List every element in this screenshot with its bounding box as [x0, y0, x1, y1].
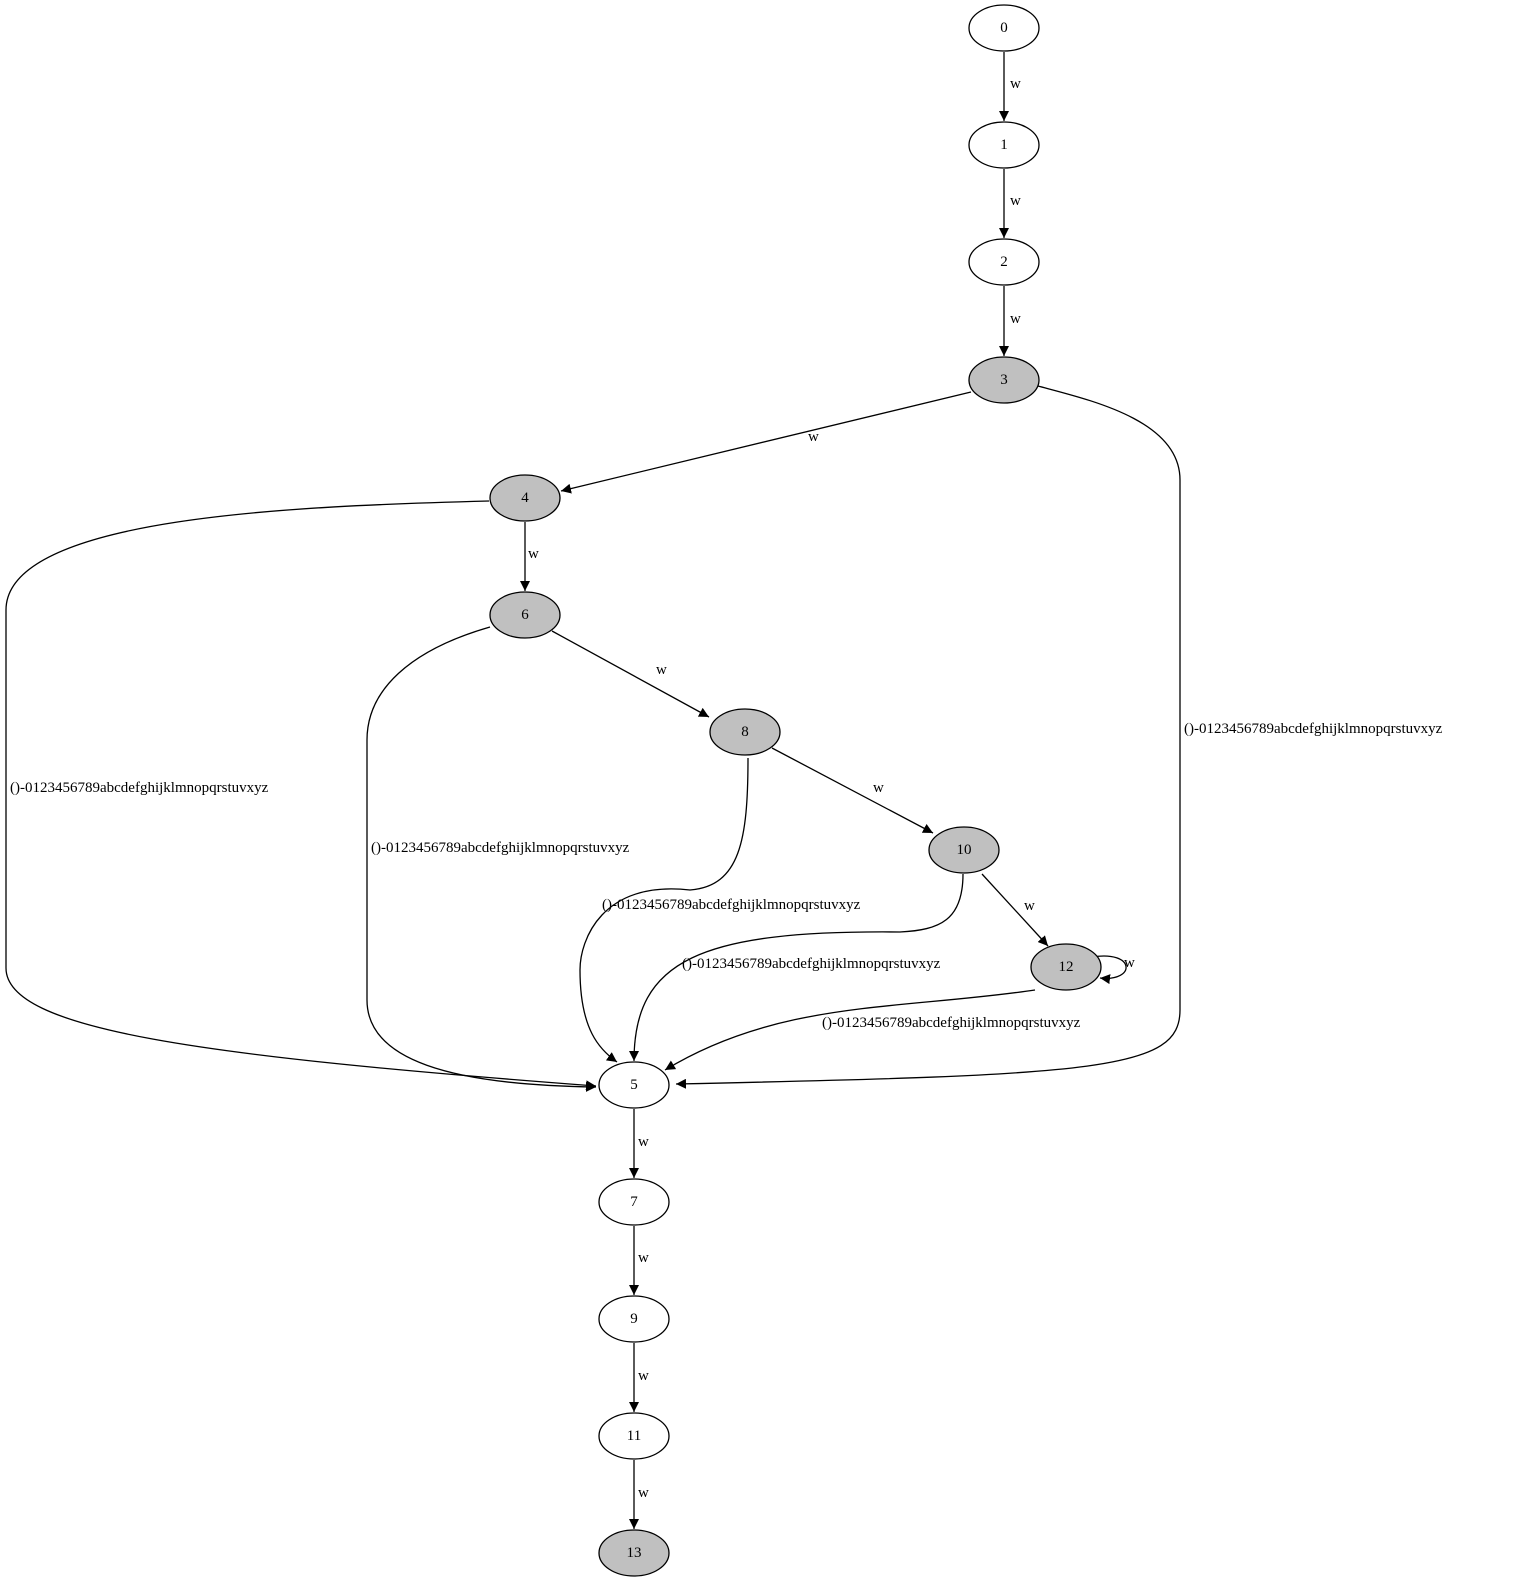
- edge-0-to-1: w: [999, 52, 1021, 121]
- state-label: 1: [1000, 137, 1008, 153]
- edge-9-to-11: w: [629, 1343, 649, 1412]
- edge-label: w: [1010, 193, 1021, 209]
- edge-10-to-12: w: [981, 873, 1049, 947]
- accepting-state-ellipse: [489, 474, 561, 522]
- edge-label: ()-0123456789abcdefghijklmnopqrstuvxyz: [822, 1015, 1081, 1031]
- edges-layer: w w w w ()-0123456789abcdefghijklmnopqrstuvx…: [5, 52, 1443, 1529]
- edge-line: [981, 873, 1049, 947]
- edge-label: ()-0123456789abcdefghijklmnopqrstuvxyz: [371, 840, 630, 856]
- edge-label: ()-0123456789abcdefghijklmnopqrstuvxyz: [10, 780, 269, 796]
- edge-10-to-5: ()-0123456789abcdefghijklmnopqrstuvxyz: [629, 873, 964, 1062]
- accepting-state-ellipse: [968, 356, 1040, 404]
- edge-4-to-6: w: [520, 522, 539, 591]
- state-label: 5: [630, 1077, 638, 1093]
- state-label: 11: [627, 1428, 641, 1444]
- state-ellipse: [598, 1061, 670, 1109]
- edge-line: [664, 989, 1036, 1071]
- state-node-1: 1: [968, 121, 1040, 169]
- edge-12-to-12: w: [1091, 955, 1135, 985]
- edge-2-to-3: w: [999, 286, 1021, 356]
- edge-label: ()-0123456789abcdefghijklmnopqrstuvxyz: [682, 956, 941, 972]
- state-label: 4: [521, 490, 529, 506]
- edge-line: [551, 630, 710, 718]
- state-node-0: 0: [968, 4, 1040, 52]
- state-label: 2: [1000, 254, 1008, 270]
- state-label: 12: [1059, 959, 1074, 975]
- state-node-7: 7: [598, 1178, 670, 1226]
- state-label: 10: [957, 842, 972, 858]
- edge-label: w: [656, 662, 667, 678]
- edge-label: w: [638, 1485, 649, 1501]
- edge-line: [771, 747, 934, 834]
- state-node-6: 6: [489, 591, 561, 639]
- state-label: 0: [1000, 20, 1008, 36]
- state-label: 8: [741, 724, 749, 740]
- edge-label: w: [1010, 311, 1021, 327]
- state-ellipse: [598, 1178, 670, 1226]
- edge-line: [629, 873, 964, 1062]
- state-node-4: 4: [489, 474, 561, 522]
- state-node-12: 12: [1030, 943, 1102, 991]
- state-node-10: 10: [928, 826, 1000, 874]
- accepting-state-ellipse: [598, 1529, 670, 1577]
- edge-label: w: [638, 1250, 649, 1266]
- accepting-state-ellipse: [489, 591, 561, 639]
- edge-label: ()-0123456789abcdefghijklmnopqrstuvxyz: [602, 897, 861, 913]
- edge-5-to-7: w: [629, 1109, 649, 1178]
- accepting-state-ellipse: [1030, 943, 1102, 991]
- edge-line: [579, 757, 749, 1063]
- edge-8-to-5: ()-0123456789abcdefghijklmnopqrstuvxyz: [579, 757, 861, 1063]
- state-node-3: 3: [968, 356, 1040, 404]
- edge-line: [675, 385, 1181, 1089]
- edge-label: w: [808, 429, 819, 445]
- state-node-13: 13: [598, 1529, 670, 1577]
- edge-line: [560, 391, 972, 494]
- edge-label: w: [528, 546, 539, 562]
- edge-label: w: [638, 1134, 649, 1150]
- edge-line: [5, 500, 597, 1091]
- edge-label: w: [638, 1368, 649, 1384]
- edge-label: ()-0123456789abcdefghijklmnopqrstuvxyz: [1184, 721, 1443, 737]
- edge-label: w: [1124, 955, 1135, 971]
- edge-11-to-13: w: [629, 1460, 649, 1529]
- edge-label: w: [1010, 76, 1021, 92]
- edge-label: w: [873, 780, 884, 796]
- state-label: 9: [630, 1311, 638, 1327]
- state-node-2: 2: [968, 238, 1040, 286]
- edge-4-to-5: ()-0123456789abcdefghijklmnopqrstuvxyz: [5, 500, 597, 1091]
- state-label: 7: [630, 1194, 638, 1210]
- edge-1-to-2: w: [999, 169, 1021, 238]
- edge-3-to-5: ()-0123456789abcdefghijklmnopqrstuvxyz: [675, 385, 1443, 1089]
- accepting-state-ellipse: [928, 826, 1000, 874]
- edge-3-to-4: w: [560, 391, 972, 494]
- state-label: 13: [627, 1545, 642, 1561]
- edge-8-to-10: w: [771, 747, 934, 834]
- state-label: 6: [521, 607, 529, 623]
- edge-label: w: [1024, 898, 1035, 914]
- state-ellipse: [598, 1412, 670, 1460]
- state-ellipse: [968, 4, 1040, 52]
- edge-12-to-5: ()-0123456789abcdefghijklmnopqrstuvxyz: [664, 989, 1081, 1071]
- state-node-9: 9: [598, 1295, 670, 1343]
- state-node-11: 11: [598, 1412, 670, 1460]
- edge-6-to-5: ()-0123456789abcdefghijklmnopqrstuvxyz: [366, 626, 630, 1092]
- edge-7-to-9: w: [629, 1226, 649, 1295]
- state-ellipse: [968, 238, 1040, 286]
- edge-6-to-8: w: [551, 630, 710, 718]
- edge-line: [366, 626, 597, 1092]
- accepting-state-ellipse: [709, 708, 781, 756]
- edge-line: [1091, 955, 1127, 985]
- state-ellipse: [598, 1295, 670, 1343]
- state-label: 3: [1000, 372, 1008, 388]
- state-node-8: 8: [709, 708, 781, 756]
- state-ellipse: [968, 121, 1040, 169]
- state-node-5: 5: [598, 1061, 670, 1109]
